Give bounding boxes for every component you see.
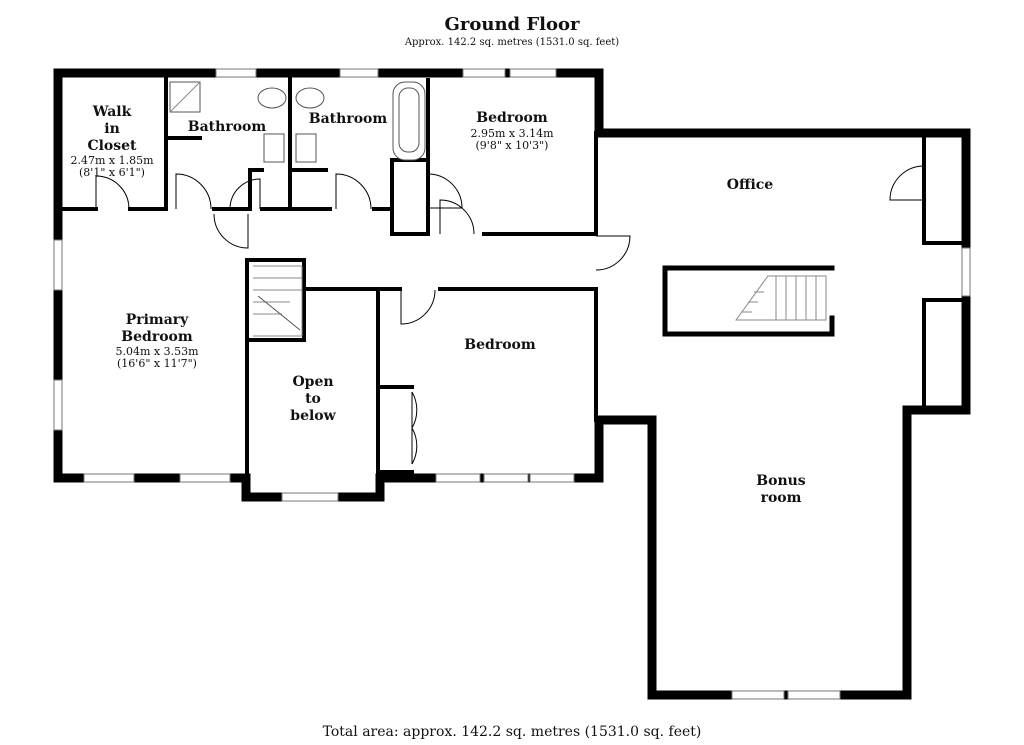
office-label: Office — [727, 177, 774, 193]
sink-icon — [295, 87, 325, 109]
svg-text:Closet: Closet — [87, 138, 137, 154]
toilet-icon — [263, 133, 285, 163]
floor-title: Ground Floor — [444, 14, 580, 35]
walk-in-closet-label: Walk — [92, 104, 132, 120]
svg-text:2.47m x 1.85m: 2.47m x 1.85m — [70, 154, 154, 167]
svg-text:below: below — [290, 408, 336, 424]
svg-text:(8'1" x 6'1"): (8'1" x 6'1") — [79, 166, 145, 179]
exterior-walls — [53, 68, 971, 700]
bedroom-top-label: Bedroom — [476, 110, 548, 126]
svg-text:2.95m x 3.14m: 2.95m x 3.14m — [470, 127, 554, 140]
bathroom-label: Bathroom — [188, 119, 267, 135]
svg-text:(16'6" x 11'7"): (16'6" x 11'7") — [117, 357, 197, 370]
windows — [53, 68, 971, 700]
total-area-footer: Total area: approx. 142.2 sq. metres (15… — [322, 724, 702, 740]
bathroom-label: Bathroom — [309, 111, 388, 127]
bedroom-mid-label: Bedroom — [464, 337, 536, 353]
svg-text:to: to — [305, 391, 321, 407]
stairs — [253, 265, 827, 337]
toilet-icon — [295, 133, 317, 163]
doors — [95, 165, 925, 465]
svg-text:room: room — [761, 490, 802, 506]
svg-text:5.04m x 3.53m: 5.04m x 3.53m — [115, 345, 199, 358]
primary-bedroom-label: Primary — [126, 312, 189, 328]
svg-text:in: in — [104, 121, 120, 137]
open-to-below-label: Open — [292, 374, 333, 390]
sink-icon — [257, 87, 287, 109]
room-labels: Walk in Closet 2.47m x 1.85m (8'1" x 6'1… — [70, 104, 805, 506]
svg-text:Bedroom: Bedroom — [121, 329, 193, 345]
fixtures — [169, 81, 426, 163]
bonus-room-label: Bonus — [756, 473, 806, 489]
svg-text:(9'8" x 10'3"): (9'8" x 10'3") — [476, 139, 549, 152]
floor-area-subtitle: Approx. 142.2 sq. metres (1531.0 sq. fee… — [404, 37, 620, 48]
